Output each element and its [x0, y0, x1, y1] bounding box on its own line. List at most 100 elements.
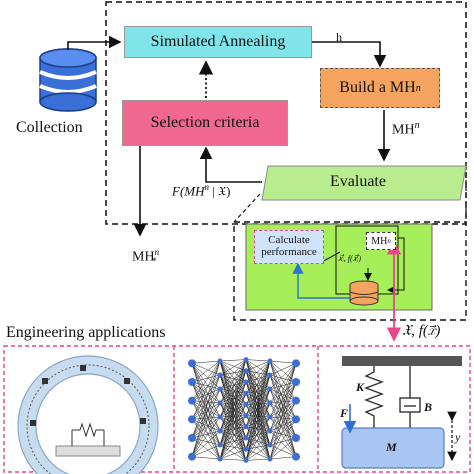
- nn-node: [188, 434, 196, 442]
- nn-node: [243, 435, 249, 441]
- nn-connection: [219, 359, 247, 390]
- nn-connection: [269, 416, 297, 420]
- nn-connection: [191, 363, 221, 404]
- nn-connection: [191, 360, 221, 364]
- nn-connection: [219, 359, 247, 446]
- nn-connection: [191, 437, 221, 446]
- nn-connection: [245, 374, 271, 416]
- mass-spring-damper-illustration: [341, 356, 462, 469]
- nn-node: [243, 379, 249, 385]
- collection-label: Collection: [16, 119, 83, 136]
- nn-connection: [219, 404, 247, 446]
- nn-connection: [191, 416, 221, 439]
- simulated-annealing-label: Simulated Annealing: [150, 33, 286, 50]
- edge-label-mh-star-text: MH: [132, 249, 155, 265]
- nn-connection: [245, 388, 271, 427]
- nn-connection: [269, 381, 297, 432]
- nn-connection: [245, 374, 271, 461]
- nn-connection: [219, 458, 247, 461]
- edge-label-mh-star-sup: n: [154, 247, 160, 257]
- nn-connection: [245, 402, 271, 416]
- nn-connection: [219, 415, 247, 418]
- nn-connection: [269, 381, 297, 460]
- nn-connection: [219, 359, 247, 362]
- nn-connection: [269, 456, 297, 460]
- nn-connection: [269, 400, 297, 460]
- nn-node: [267, 428, 273, 434]
- nn-connection: [191, 374, 221, 401]
- nn-connection: [245, 374, 271, 405]
- nn-connection: [219, 448, 247, 460]
- nn-node: [217, 400, 223, 406]
- nn-node: [243, 457, 249, 463]
- nn-connection: [245, 359, 271, 404]
- calculate-line1: Calculate: [268, 234, 310, 247]
- inner-xf-label: 𝑥⃗ᵢ, f(𝑥⃗ᵢ): [338, 254, 361, 263]
- nn-connection: [269, 360, 297, 364]
- nn-connection: [269, 419, 297, 460]
- nn-node: [217, 456, 223, 462]
- nn-connection: [269, 388, 297, 401]
- nn-connection: [191, 402, 221, 439]
- nn-connection: [191, 374, 221, 457]
- neural-network-illustration: [188, 357, 300, 463]
- nn-connection: [219, 381, 247, 418]
- edge-label-mh-star-sub: *: [152, 256, 157, 267]
- nn-connection: [245, 360, 271, 461]
- nn-connection: [191, 360, 221, 383]
- nn-connection: [269, 363, 297, 446]
- nn-connection: [269, 416, 297, 457]
- nn-connection: [269, 374, 297, 401]
- force-f-label: F: [340, 406, 349, 420]
- nn-connection: [245, 374, 271, 439]
- nn-connection: [269, 381, 297, 390]
- nn-node: [267, 372, 273, 378]
- nn-connection: [219, 381, 247, 460]
- nn-node: [243, 357, 249, 363]
- nn-connection: [191, 419, 221, 460]
- nn-connection: [191, 456, 221, 460]
- nn-connection: [191, 388, 221, 420]
- nn-connection: [269, 363, 297, 390]
- inner-mh-label: MH: [371, 235, 388, 247]
- nn-connection: [191, 402, 221, 420]
- nn-connection: [219, 426, 247, 460]
- nn-connection: [269, 381, 297, 446]
- edge-label-mh-star: MHn*: [132, 247, 160, 267]
- nn-connection: [219, 393, 247, 460]
- nn-node: [292, 452, 300, 461]
- damper-b-label: B: [424, 400, 433, 414]
- nn-connection: [219, 359, 247, 460]
- nn-connection: [219, 381, 247, 432]
- build-label: Build a MH: [339, 79, 416, 96]
- edge-label-f-mh: F(MHn | 𝔛): [172, 182, 230, 199]
- spring-k-label: K: [356, 380, 365, 394]
- nn-connection: [191, 381, 221, 404]
- applications-frame: [3, 345, 471, 473]
- nn-connection: [219, 381, 247, 446]
- nn-connection: [245, 402, 271, 439]
- nn-connection: [269, 400, 297, 418]
- nn-node: [243, 424, 249, 430]
- nn-node: [267, 386, 273, 392]
- calculate-performance-node: Calculate performance: [254, 230, 324, 264]
- nn-connection: [269, 430, 297, 457]
- nn-connection: [269, 400, 297, 404]
- nn-connection: [219, 404, 247, 432]
- nn-connection: [245, 388, 271, 461]
- evaluate-node-shape: [261, 165, 467, 201]
- nn-connection: [191, 388, 221, 401]
- nn-connection: [219, 437, 247, 460]
- edge-label-h: h: [336, 30, 342, 44]
- nn-node: [188, 396, 196, 405]
- edge-label-f-mh-pre: F(MH: [172, 183, 205, 199]
- nn-connection: [219, 359, 247, 432]
- nn-connection: [269, 363, 297, 404]
- nn-connection: [245, 374, 271, 450]
- nn-connection: [219, 404, 247, 418]
- nn-connection: [191, 360, 221, 420]
- edge-label-mh-out: MHn: [392, 120, 420, 139]
- nn-connection: [219, 370, 247, 446]
- nn-node: [243, 390, 249, 396]
